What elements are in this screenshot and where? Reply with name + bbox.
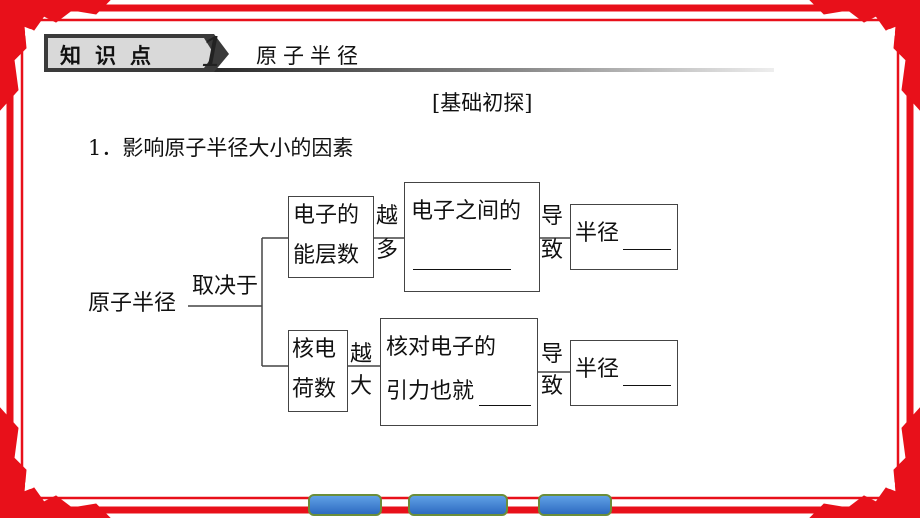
upper-result-blank [623, 249, 671, 250]
lower-factor-line1: 核电 [292, 337, 337, 362]
upper-leads-1: 导 [541, 204, 564, 229]
lower-effect-blank [479, 405, 531, 406]
section-tag: [基础初探] [432, 91, 533, 115]
lower-change-2: 大 [350, 374, 373, 399]
topic-title: 原子半径 [256, 44, 364, 68]
upper-effect-text: 电子之间的 [411, 199, 522, 224]
lower-leads-2: 致 [541, 374, 564, 399]
upper-result-text: 半径 [575, 221, 620, 246]
lower-effect-line1: 核对电子的 [386, 335, 497, 360]
lower-factor-line2: 荷数 [292, 377, 337, 402]
upper-factor-line2: 能层数 [293, 243, 360, 268]
question-title: 1．影响原子半径大小的因素 [88, 136, 354, 160]
upper-effect-box: 电子之间的 [404, 182, 540, 292]
section-number: 1 [200, 30, 226, 76]
nav-button-home[interactable] [408, 494, 508, 516]
lower-factor-box: 核电 荷数 [288, 330, 348, 412]
section-label: 知识点 [60, 43, 165, 68]
lower-result-text: 半径 [575, 357, 620, 382]
lower-effect-box: 核对电子的 引力也就 [380, 318, 538, 426]
section-header-bar [44, 34, 774, 72]
upper-result-box: 半径 [570, 204, 678, 270]
lower-change-1: 越 [350, 342, 373, 367]
nav-button-prev[interactable] [308, 494, 382, 516]
lower-result-blank [623, 385, 671, 386]
root-relation: 取决于 [192, 274, 259, 299]
lower-leads-1: 导 [541, 342, 564, 367]
lower-effect-line2: 引力也就 [386, 379, 475, 404]
upper-change-1: 越 [376, 204, 399, 229]
upper-effect-blank [413, 269, 511, 270]
upper-leads-2: 致 [541, 238, 564, 263]
nav-button-next[interactable] [538, 494, 612, 516]
upper-factor-line1: 电子的 [293, 203, 360, 228]
root-label: 原子半径 [88, 291, 177, 316]
upper-factor-box: 电子的 能层数 [288, 196, 374, 278]
upper-change-2: 多 [376, 238, 399, 263]
lower-result-box: 半径 [570, 340, 678, 406]
